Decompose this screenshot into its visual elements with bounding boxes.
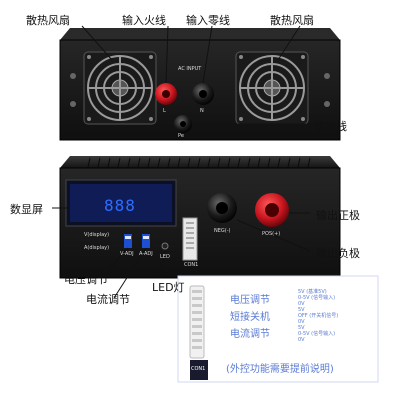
- v-adj-text: V-ADJ: [120, 251, 134, 257]
- inset-note-8: 0-5V (信号输入): [298, 331, 336, 337]
- ground-label: 接地线: [314, 120, 347, 133]
- inset-note-6: 0V: [298, 319, 305, 325]
- fan-right-label: 散热风扇: [270, 14, 314, 27]
- v-display-text: V(display): [84, 232, 110, 238]
- inset-con-label: CON1: [191, 366, 206, 372]
- front-unit: [59, 156, 341, 279]
- l-text: L: [163, 108, 166, 114]
- live-in-label: 输入火线: [122, 14, 166, 27]
- leader-lines: [52, 25, 311, 299]
- ground-terminal-icon: [174, 115, 192, 133]
- out-neg-label: 输出负极: [316, 247, 360, 260]
- inset-note-1: 5V (基准5V): [298, 289, 327, 295]
- a-display-text: A(display): [84, 245, 110, 251]
- a-adj-text: A-ADJ: [139, 251, 153, 257]
- inset-note-9: 0V: [298, 337, 305, 343]
- curr-adj-label: 电流调节: [86, 293, 130, 306]
- positive-terminal-icon: [255, 193, 289, 227]
- inset-note-4: 5V: [298, 307, 305, 313]
- ac-input-text: AC INPUT: [178, 66, 202, 72]
- inset-footer: (外控功能需要提前说明): [226, 364, 334, 375]
- con1-text: CON1: [184, 262, 199, 268]
- n-text: N: [200, 108, 204, 114]
- negative-terminal-icon: [207, 193, 237, 223]
- display-label: 数显屏: [10, 203, 43, 216]
- inset-row-1: 电压调节: [230, 295, 270, 306]
- out-pos-label: 输出正极: [316, 209, 360, 222]
- voltage-knob-icon: [124, 234, 132, 248]
- fan-left-icon: [83, 51, 157, 125]
- volt-adj-label: 电压调节: [64, 273, 108, 286]
- inset-row-3: 电流调节: [230, 329, 270, 340]
- live-terminal-icon: [155, 83, 177, 105]
- inset-row-2: 短接关机: [230, 312, 270, 323]
- inset-panel: [177, 275, 379, 383]
- neutral-terminal-icon: [192, 83, 214, 105]
- inset-note-5: OFF (开关机信号): [298, 313, 339, 319]
- inset-note-7: 5V: [298, 325, 305, 331]
- inset-note-3: 0V: [298, 301, 305, 307]
- display-digits: 888: [104, 196, 136, 215]
- inset-note-2: 0-5V (信号输入): [298, 295, 336, 301]
- current-knob-icon: [142, 234, 150, 248]
- fan-left-label: 散热风扇: [26, 14, 70, 27]
- rear-unit: [59, 28, 341, 141]
- led-icon: [161, 242, 169, 250]
- pos-text: POS(+): [262, 231, 281, 237]
- fan-right-icon: [235, 51, 309, 125]
- pe-text: Pe: [178, 133, 184, 139]
- led-label: LED灯: [152, 281, 185, 294]
- neutral-in-label: 输入零线: [186, 14, 230, 27]
- neg-text: NEG(-): [214, 228, 231, 234]
- led-text: LED: [160, 254, 170, 260]
